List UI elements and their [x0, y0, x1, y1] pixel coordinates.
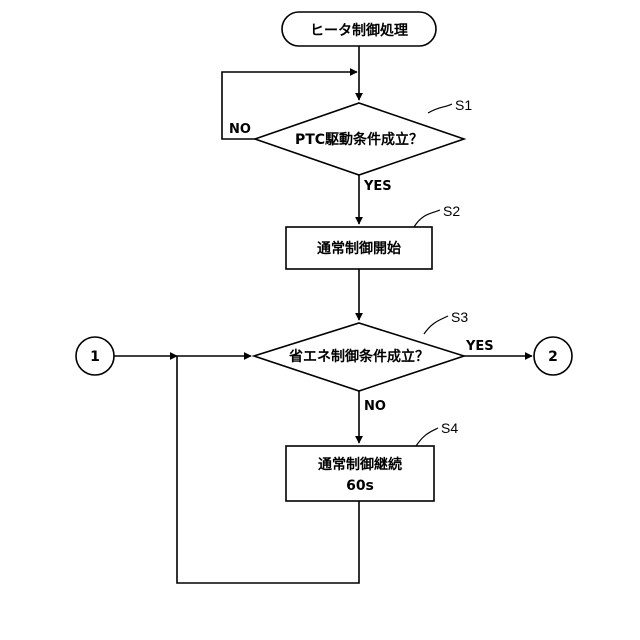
s1-no-label: NO — [229, 122, 251, 137]
s2-step-id: S2 — [443, 203, 460, 219]
s3-no-label: NO — [364, 399, 386, 414]
connector-out-label: 2 — [548, 349, 558, 365]
s2-leader — [414, 210, 440, 227]
connector-in-label: 1 — [90, 349, 100, 365]
s1-leader — [428, 104, 452, 113]
s1-yes-label: YES — [363, 179, 392, 194]
s3-text: 省エネ制御条件成立？ — [288, 348, 429, 365]
s4-text-line1: 通常制御継続 — [318, 456, 402, 473]
s4-leader — [416, 428, 438, 446]
s1-text: PTC駆動条件成立？ — [295, 131, 423, 148]
s3-step-id: S3 — [451, 309, 468, 325]
s4-step-id: S4 — [441, 420, 458, 436]
s3-leader — [424, 316, 448, 334]
s1-step-id: S1 — [455, 97, 472, 113]
start-label: ヒータ制御処理 — [310, 22, 408, 39]
s2-text: 通常制御開始 — [317, 240, 401, 257]
s3-yes-label: YES — [465, 339, 494, 354]
s4-text-line2: 60s — [346, 478, 374, 494]
